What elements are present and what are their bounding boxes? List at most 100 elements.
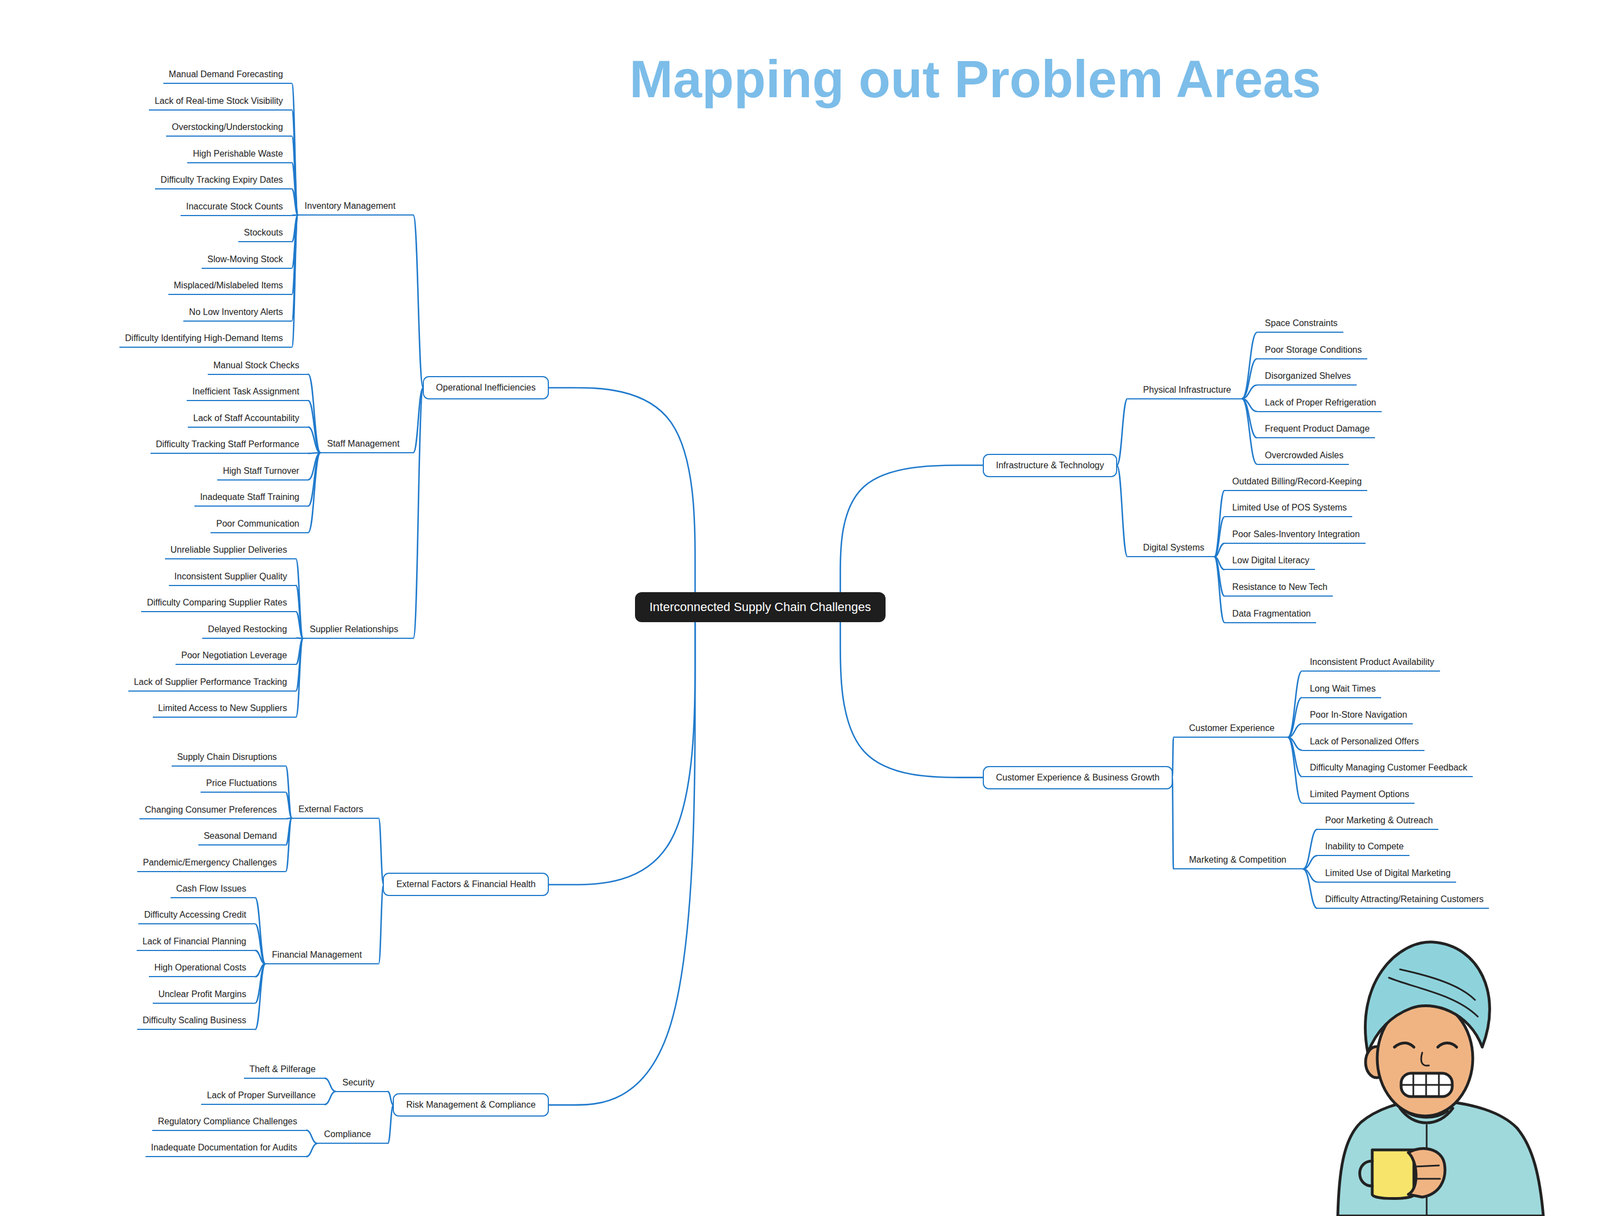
- node-text: Misplaced/Mislabeled Items: [173, 280, 284, 292]
- node-text: Outdated Billing/Record-Keeping: [1232, 476, 1362, 488]
- node-text: High Perishable Waste: [192, 148, 283, 160]
- node-text: Marketing & Competition: [1188, 854, 1298, 866]
- node-text: Resistance to New Tech: [1232, 581, 1328, 593]
- branch-connector: [413, 387, 424, 639]
- branch-connector: [1214, 490, 1225, 557]
- sub-branch: Financial Management: [265, 948, 379, 965]
- branch-connector: [840, 621, 984, 778]
- leaf-item: Lack of Personalized Offers: [1302, 735, 1425, 752]
- node-text: Lack of Supplier Performance Tracking: [133, 676, 288, 688]
- branch-connector: [1241, 332, 1258, 399]
- leaf-item: Manual Stock Checks: [207, 358, 309, 375]
- leaf-item: Misplaced/Mislabeled Items: [168, 278, 293, 295]
- branch-connector: [291, 215, 298, 348]
- node-text: Poor Negotiation Leverage: [181, 650, 287, 662]
- node-text: Lack of Proper Refrigeration: [1265, 397, 1377, 409]
- node-text: Physical Infrastructure: [1143, 384, 1237, 396]
- leaf-item: Limited Access to New Suppliers: [152, 701, 297, 718]
- leaf-item: Difficulty Tracking Expiry Dates: [155, 173, 292, 190]
- leaf-item: Overcrowded Aisles: [1257, 448, 1349, 465]
- branch-connector: [296, 638, 304, 718]
- node-text: Poor Communication: [216, 518, 299, 530]
- node-text: Low Digital Literacy: [1232, 555, 1310, 567]
- leaf-item: Seasonal Demand: [198, 829, 287, 846]
- branch-connector: [840, 465, 984, 593]
- leaf-item: Limited Use of POS Systems: [1224, 501, 1353, 518]
- leaf-item: High Perishable Waste: [187, 147, 292, 164]
- turban: [1365, 942, 1490, 1053]
- node-text: Risk Management & Compliance: [406, 1099, 536, 1111]
- branch-connector: [285, 818, 292, 872]
- leaf-item: Unreliable Supplier Deliveries: [165, 543, 297, 560]
- branch-connector: [255, 923, 265, 964]
- root-node: Interconnected Supply Chain Challenges: [635, 592, 886, 623]
- sub-branch: Supplier Relationships: [303, 622, 414, 639]
- leaf-item: Lack of Financial Planning: [136, 935, 255, 952]
- leaf-item: Cash Flow Issues: [170, 882, 255, 899]
- node-text: Compliance: [323, 1128, 383, 1140]
- leaf-item: Lack of Staff Accountability: [187, 411, 309, 428]
- shirt: [1337, 1101, 1544, 1216]
- branch-connector: [1302, 868, 1318, 909]
- node-text: Difficulty Attracting/Retaining Customer…: [1325, 893, 1484, 905]
- leaf-item: Low Digital Literacy: [1224, 553, 1315, 570]
- leaf-item: Space Constraints: [1257, 316, 1344, 333]
- node-text: Lack of Real-time Stock Visibility: [154, 95, 283, 107]
- closed-eye: [1394, 1043, 1414, 1048]
- node-text: Lack of Staff Accountability: [193, 412, 300, 424]
- leaf-item: Difficulty Attracting/Retaining Customer…: [1317, 892, 1489, 909]
- branch-connector: [1241, 358, 1258, 399]
- branch-connector: [413, 215, 424, 388]
- node-text: Supplier Relationships: [310, 623, 408, 635]
- leaf-item: Lack of Proper Surveillance: [201, 1088, 325, 1105]
- node-text: Financial Management: [272, 949, 374, 961]
- branch-connector: [291, 83, 298, 215]
- branch-connector: [324, 1078, 336, 1092]
- leaf-item: Inconsistent Product Availability: [1302, 655, 1440, 672]
- leaf-item: Inability to Compete: [1317, 840, 1409, 857]
- cartoon-man: [1337, 942, 1544, 1216]
- sub-branch: External Factors: [291, 802, 379, 819]
- leaf-item: High Operational Costs: [148, 961, 255, 978]
- branch-connector: [306, 1130, 318, 1144]
- branch-connector: [1287, 723, 1303, 738]
- node-text: Delayed Restocking: [207, 623, 287, 635]
- sub-branch: Digital Systems: [1127, 541, 1215, 558]
- leaf-item: Inadequate Documentation for Audits: [145, 1141, 307, 1158]
- leaf-item: Supply Chain Disruptions: [171, 750, 287, 767]
- node-text: Limited Access to New Suppliers: [158, 702, 288, 714]
- node-text: Manual Demand Forecasting: [168, 68, 283, 80]
- node-text: Limited Use of POS Systems: [1232, 502, 1347, 514]
- branch-connector: [548, 387, 695, 593]
- leaf-item: Data Fragmentation: [1224, 607, 1317, 624]
- branch-box: Risk Management & Compliance: [392, 1093, 549, 1117]
- leaf-item: Difficulty Comparing Supplier Rates: [141, 596, 296, 613]
- branch-connector: [296, 558, 304, 639]
- branch-connector: [1302, 829, 1318, 870]
- branch-connector: [1287, 671, 1303, 738]
- node-text: Overstocking/Understocking: [171, 121, 283, 133]
- leaf-item: No Low Inventory Alerts: [183, 305, 292, 322]
- node-text: Seasonal Demand: [203, 830, 278, 842]
- node-text: Operational Inefficiencies: [436, 382, 536, 394]
- branch-connector: [306, 1143, 318, 1157]
- leaf-item: Difficulty Tracking Staff Performance: [150, 437, 309, 454]
- node-text: Limited Use of Digital Marketing: [1325, 867, 1451, 879]
- branch-connector: [296, 585, 304, 639]
- node-text: Staff Management: [327, 438, 408, 450]
- branch-box: Operational Inefficiencies: [422, 376, 549, 400]
- branch-connector: [308, 400, 321, 453]
- node-text: Disorganized Shelves: [1265, 370, 1352, 382]
- node-text: Lack of Financial Planning: [142, 936, 247, 948]
- leaf-item: Slow-Moving Stock: [201, 252, 292, 269]
- leaf-item: Lack of Real-time Stock Visibility: [148, 94, 292, 111]
- sub-branch: Compliance: [317, 1127, 388, 1144]
- branch-connector: [1241, 385, 1258, 399]
- leaf-item: Inconsistent Supplier Quality: [168, 570, 297, 587]
- leaf-item: Difficulty Identifying High-Demand Items: [119, 331, 292, 348]
- branch-connector: [378, 884, 384, 964]
- node-text: Lack of Proper Surveillance: [206, 1090, 316, 1102]
- node-text: Frequent Product Damage: [1265, 423, 1370, 435]
